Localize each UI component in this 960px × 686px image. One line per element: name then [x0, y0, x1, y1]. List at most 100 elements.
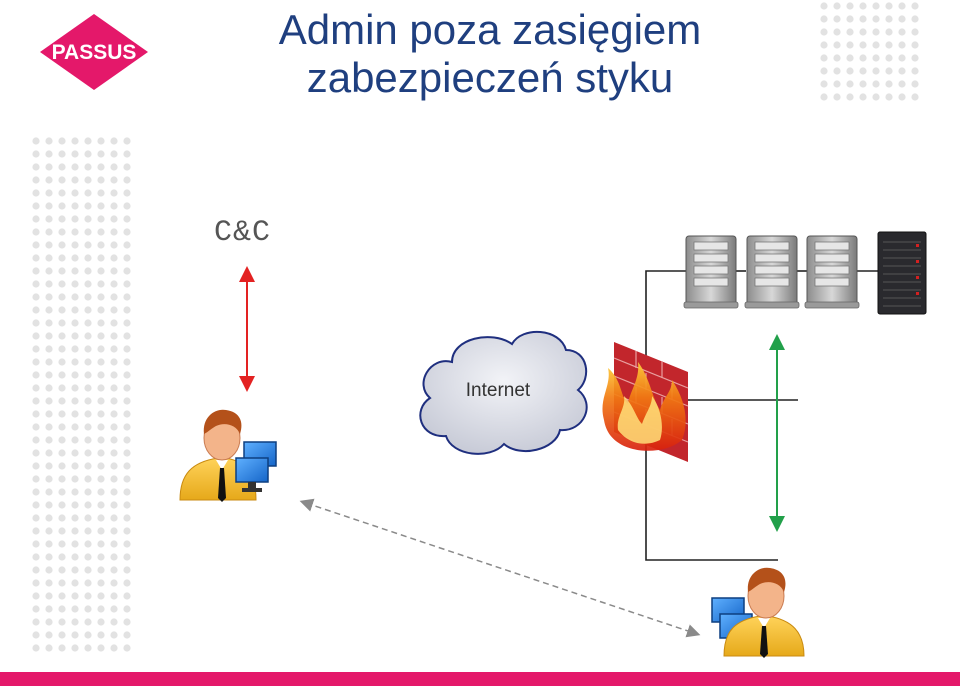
decorative-dot	[58, 527, 66, 535]
decorative-dot	[97, 163, 105, 171]
decorative-dot	[84, 501, 92, 509]
decorative-dot	[71, 384, 79, 392]
decorative-dot	[58, 631, 66, 639]
decorative-dot	[97, 449, 105, 457]
decorative-dot	[123, 215, 131, 223]
decorative-dot	[97, 176, 105, 184]
decorative-dot	[123, 345, 131, 353]
decorative-dot	[872, 93, 880, 101]
decorative-dot	[71, 332, 79, 340]
decorative-dot	[71, 462, 79, 470]
decorative-dot	[872, 2, 880, 10]
decorative-dot	[110, 241, 118, 249]
decorative-dot	[58, 592, 66, 600]
decorative-dot	[123, 293, 131, 301]
decorative-dot	[32, 280, 40, 288]
decorative-dot	[885, 54, 893, 62]
decorative-dot	[110, 449, 118, 457]
decorative-dot	[71, 280, 79, 288]
decorative-dot	[32, 631, 40, 639]
decorative-dot	[32, 579, 40, 587]
decorative-dot	[898, 2, 906, 10]
decorative-dot	[71, 358, 79, 366]
decorative-dot	[846, 2, 854, 10]
decorative-dot	[820, 67, 828, 75]
decorative-dot	[110, 228, 118, 236]
decorative-dot	[32, 267, 40, 275]
decorative-dot	[84, 618, 92, 626]
decorative-dot	[71, 293, 79, 301]
decorative-dot	[58, 319, 66, 327]
decorative-dot	[58, 514, 66, 522]
decorative-dot	[859, 67, 867, 75]
decorative-dot	[45, 579, 53, 587]
decorative-dot	[123, 384, 131, 392]
decorative-dot	[110, 618, 118, 626]
decorative-dot	[32, 319, 40, 327]
decorative-dot	[58, 176, 66, 184]
decorative-dot	[58, 384, 66, 392]
decorative-dot	[84, 280, 92, 288]
decorative-dot	[84, 527, 92, 535]
decorative-dot	[123, 241, 131, 249]
decorative-dot	[97, 280, 105, 288]
decorative-dot	[97, 345, 105, 353]
decorative-dot	[110, 176, 118, 184]
decorative-dot	[123, 423, 131, 431]
decorative-dot	[820, 80, 828, 88]
decorative-dot	[71, 605, 79, 613]
decorative-dot	[110, 280, 118, 288]
decorative-dot	[846, 28, 854, 36]
decorative-dot	[71, 215, 79, 223]
decorative-dot	[32, 475, 40, 483]
dot-pattern-left	[32, 137, 131, 652]
decorative-dot	[58, 579, 66, 587]
decorative-dot	[872, 67, 880, 75]
decorative-dot	[84, 228, 92, 236]
decorative-dot	[32, 176, 40, 184]
decorative-dot	[123, 280, 131, 288]
decorative-dot	[110, 410, 118, 418]
decorative-dot	[123, 150, 131, 158]
decorative-dot	[84, 293, 92, 301]
decorative-dot	[97, 631, 105, 639]
decorative-dot	[123, 527, 131, 535]
decorative-dot	[32, 566, 40, 574]
decorative-dot	[833, 28, 841, 36]
decorative-dot	[97, 527, 105, 535]
decorative-dot	[123, 618, 131, 626]
decorative-dot	[123, 514, 131, 522]
decorative-dot	[898, 93, 906, 101]
decorative-dot	[32, 228, 40, 236]
decorative-dot	[32, 514, 40, 522]
decorative-dot	[110, 358, 118, 366]
decorative-dot	[45, 566, 53, 574]
decorative-dot	[71, 176, 79, 184]
decorative-dot	[123, 644, 131, 652]
decorative-dot	[97, 475, 105, 483]
decorative-dot	[110, 189, 118, 197]
decorative-dot	[898, 41, 906, 49]
decorative-dot	[110, 345, 118, 353]
decorative-dot	[45, 527, 53, 535]
decorative-dot	[32, 163, 40, 171]
decorative-dot	[110, 332, 118, 340]
decorative-dot	[123, 202, 131, 210]
decorative-dot	[885, 15, 893, 23]
decorative-dot	[58, 189, 66, 197]
decorative-dot	[110, 267, 118, 275]
decorative-dot	[885, 2, 893, 10]
decorative-dot	[71, 163, 79, 171]
decorative-dot	[110, 488, 118, 496]
decorative-dot	[97, 319, 105, 327]
decorative-dot	[71, 306, 79, 314]
decorative-dot	[123, 319, 131, 327]
decorative-dot	[71, 553, 79, 561]
decorative-dot	[32, 384, 40, 392]
decorative-dot	[32, 436, 40, 444]
decorative-dot	[97, 137, 105, 145]
decorative-dot	[58, 501, 66, 509]
decorative-dot	[45, 618, 53, 626]
decorative-dot	[58, 137, 66, 145]
decorative-dot	[58, 644, 66, 652]
